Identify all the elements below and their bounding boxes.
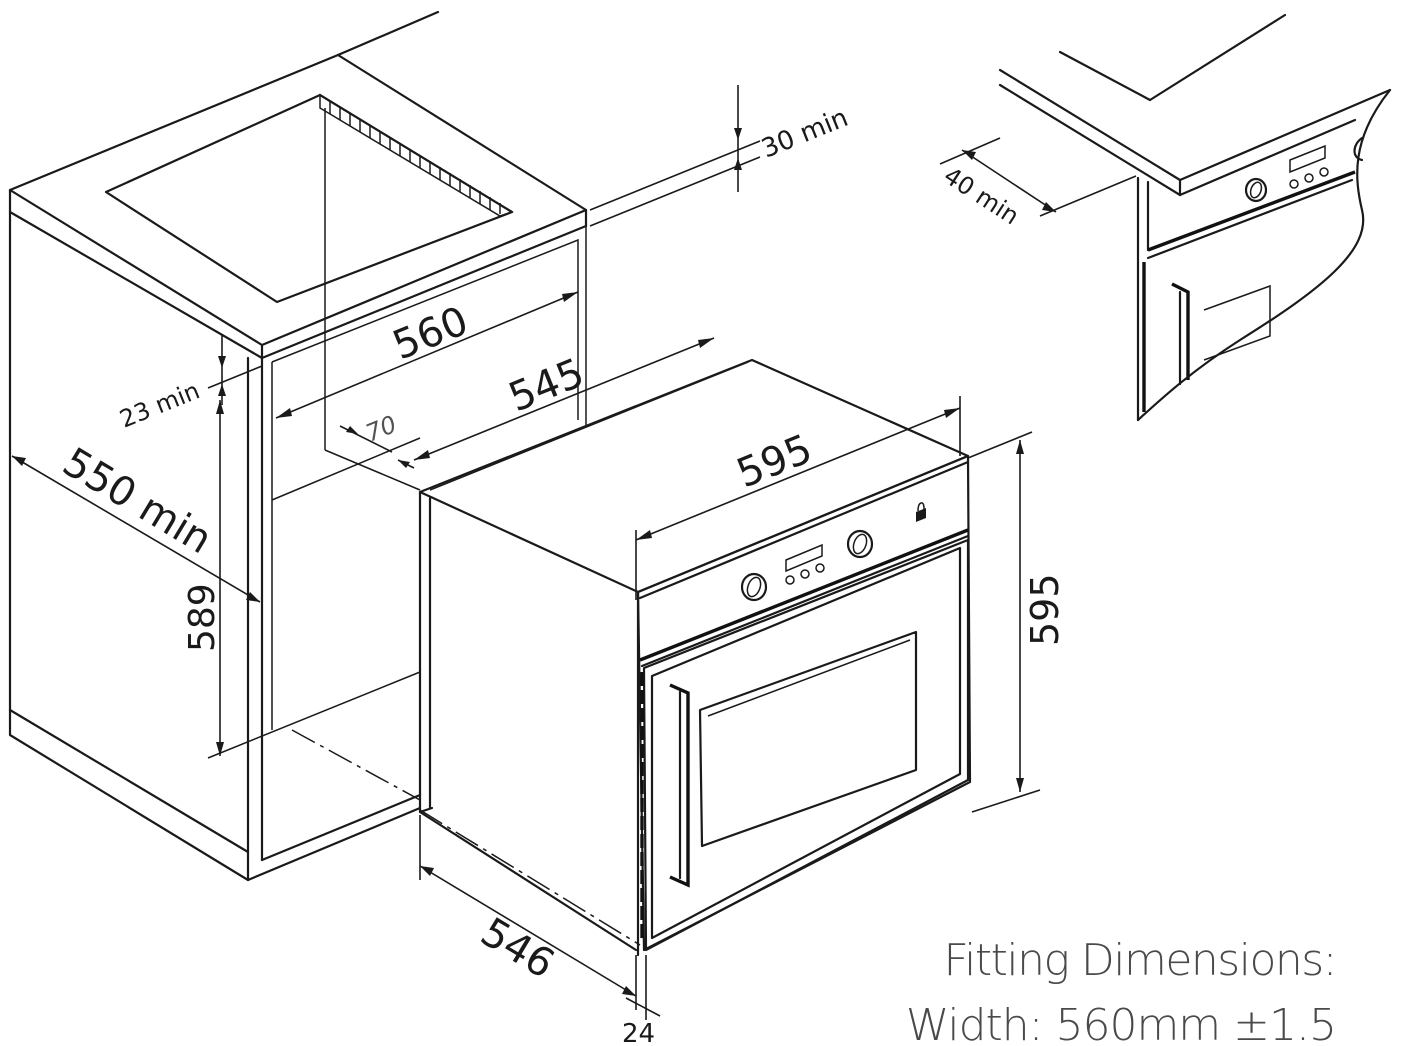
inset-display (1289, 144, 1326, 174)
label-550-min: 550 min (55, 439, 220, 563)
oven (418, 358, 972, 957)
label-595-width: 595 (731, 426, 819, 497)
control-knob-right (846, 529, 874, 559)
inset-knob (1244, 177, 1268, 203)
button-2 (800, 569, 810, 579)
display-window (785, 543, 823, 573)
label-560: 560 (387, 298, 475, 369)
door-handle (669, 683, 690, 888)
button-3 (815, 563, 825, 573)
label-546: 546 (473, 909, 562, 988)
caption-heading: Fitting Dimensions: (944, 935, 1336, 986)
button-1 (785, 575, 795, 585)
label-40-min: 40 min (939, 162, 1024, 231)
label-24: 24 (622, 1019, 655, 1046)
dimension-labels: 30 min 560 23 min 550 min 589 545 70 595… (55, 103, 1067, 1046)
caption-width: Width: 560mm ±1.5 (906, 1000, 1336, 1046)
control-knob-left (740, 572, 768, 602)
vent-grille (329, 101, 501, 214)
cabinet (8, 10, 641, 946)
dimension-lines (11, 85, 1137, 1020)
label-30-min: 30 min (757, 103, 852, 165)
label-589: 589 (182, 583, 223, 652)
label-595-height: 595 (1023, 573, 1067, 646)
lock-icon (916, 502, 926, 522)
label-70: 70 (362, 410, 401, 447)
label-23-min: 23 min (116, 376, 204, 433)
inset-detail (998, 13, 1392, 422)
caption: Fitting Dimensions: Width: 560mm ±1.5 (906, 935, 1338, 1046)
